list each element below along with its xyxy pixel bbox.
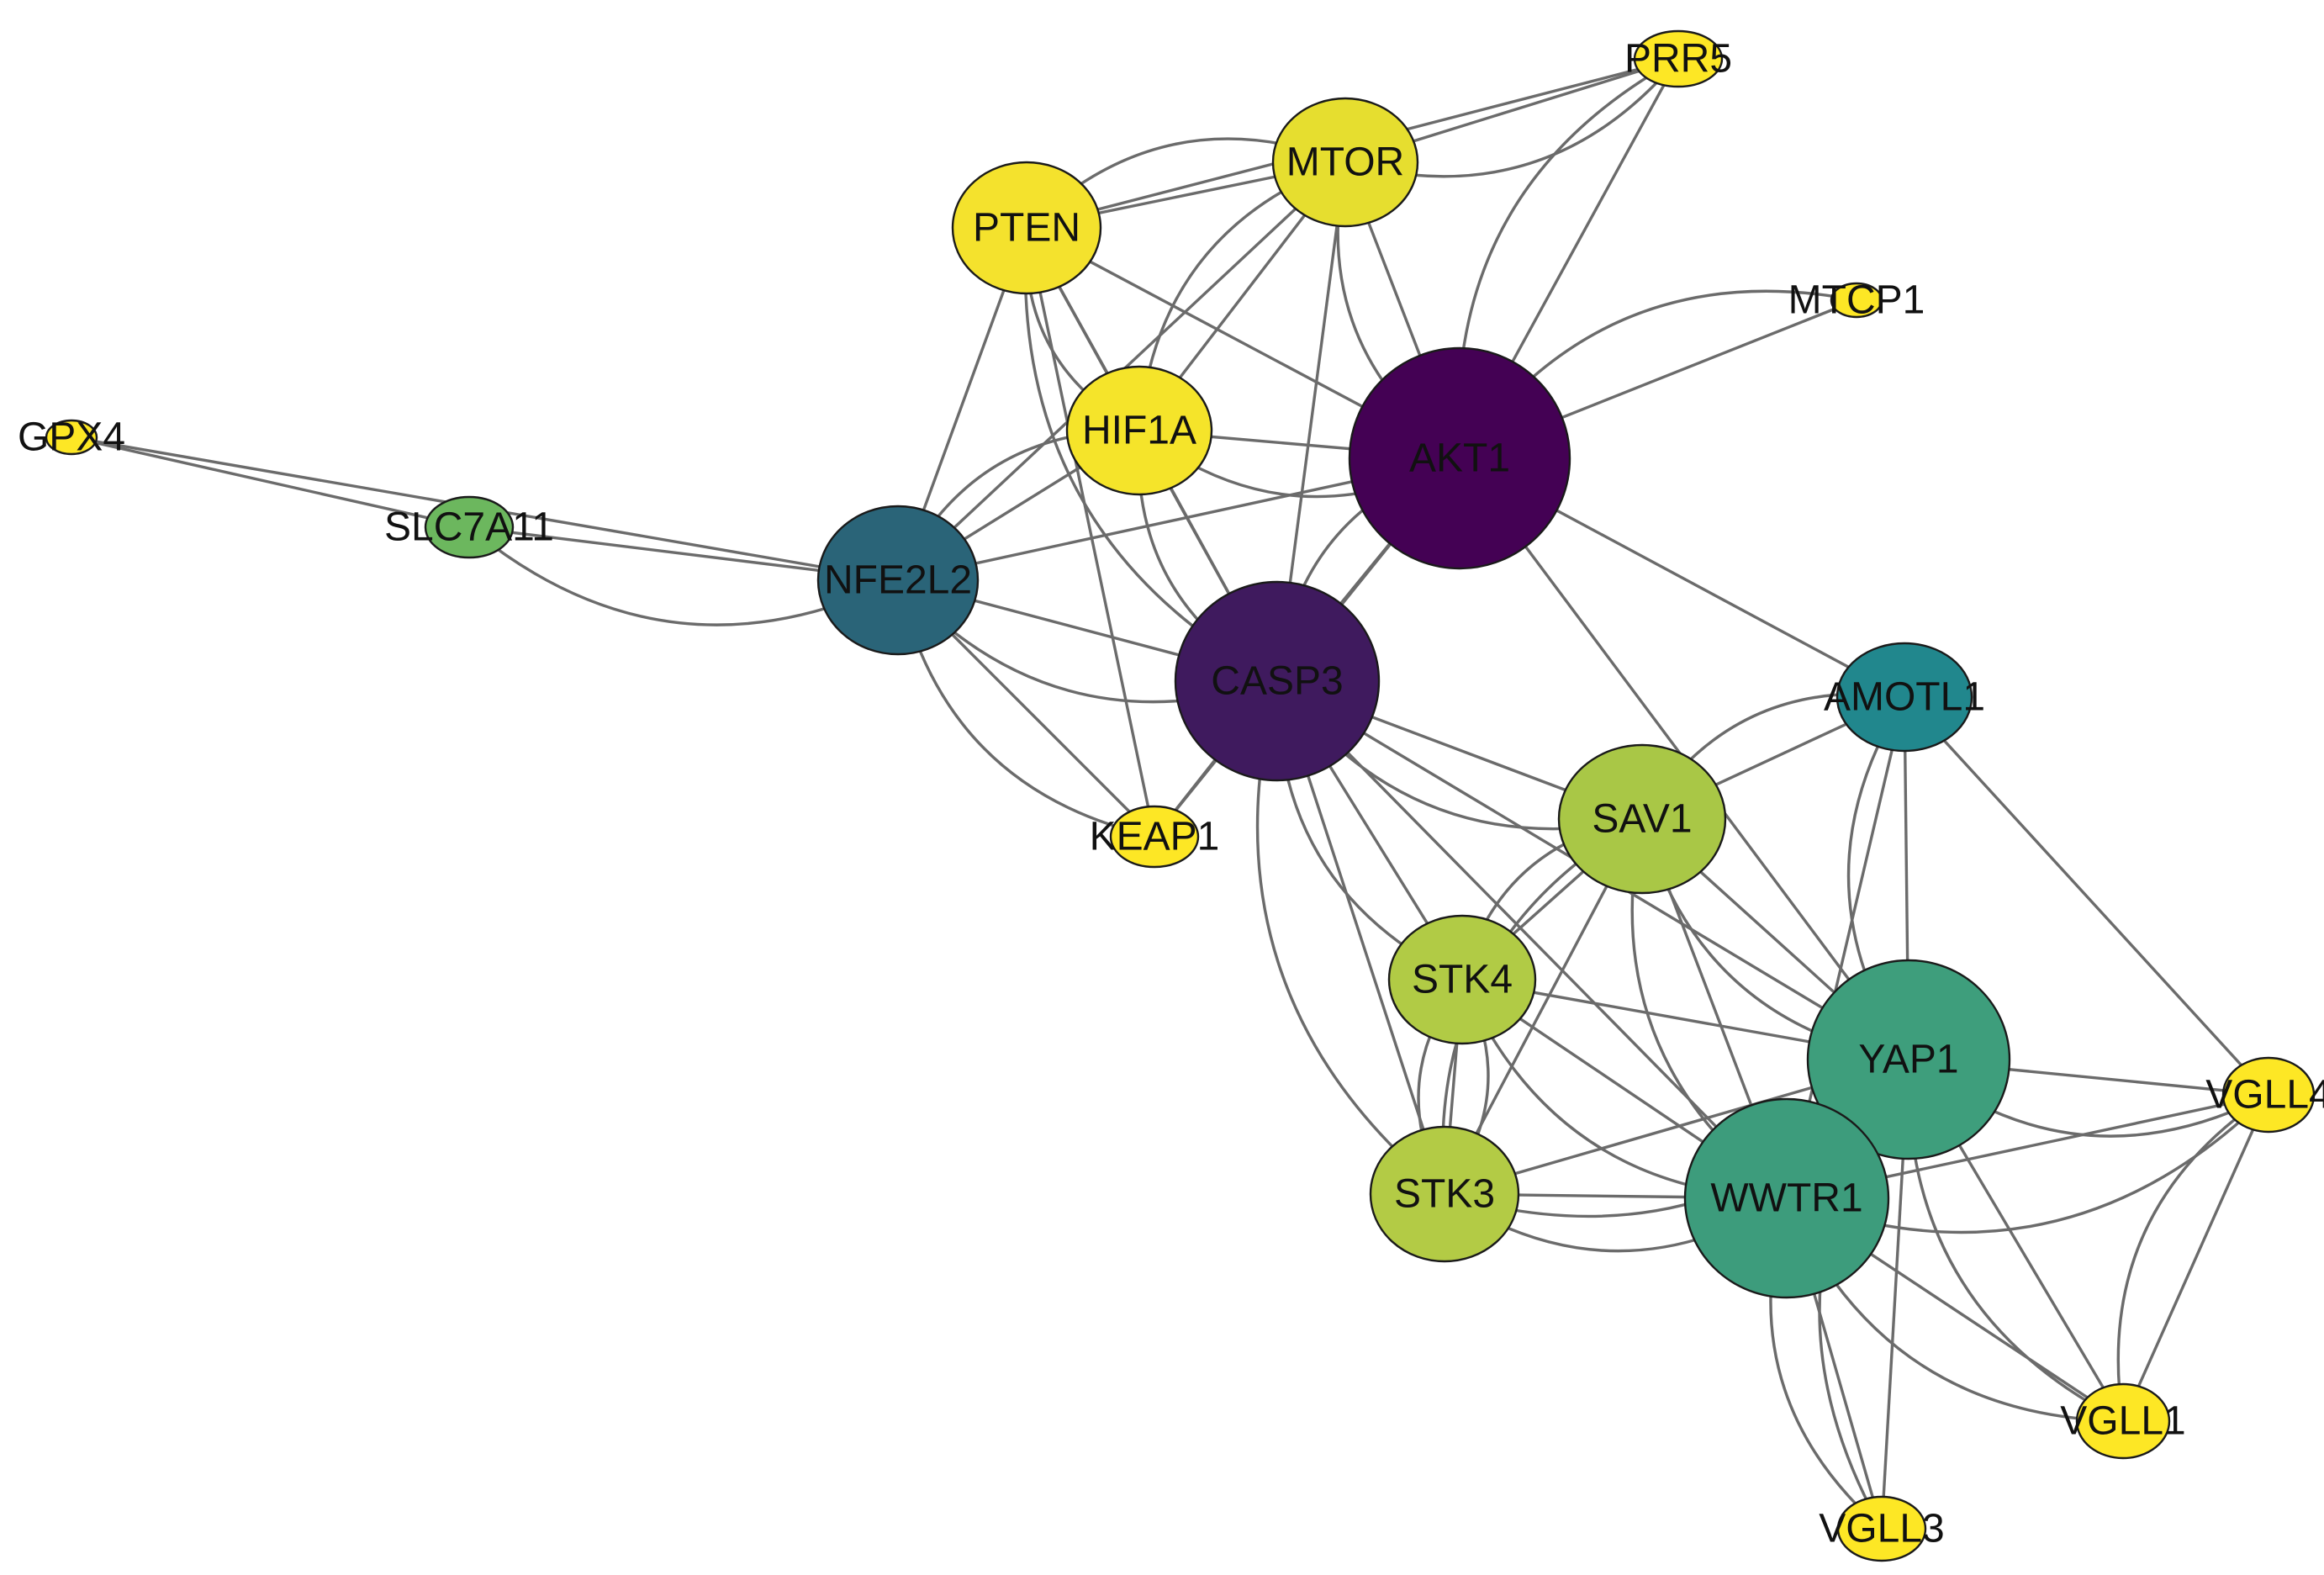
node-shape xyxy=(1065,365,1213,496)
node-shape xyxy=(951,161,1102,295)
node-shape xyxy=(1830,282,1883,319)
node-label: HIF1A xyxy=(1082,409,1196,453)
node-casp3[interactable]: CASP3 xyxy=(1174,580,1381,782)
edge-amotl1-vgll4 xyxy=(1903,695,2270,1097)
node-sav1[interactable]: SAV1 xyxy=(1557,743,1727,895)
node-shape xyxy=(1174,580,1381,782)
node-vgll4[interactable]: VGLL4 xyxy=(2205,1056,2324,1134)
node-label: PRR5 xyxy=(1624,37,1732,82)
edge-vgll4-vgll1 xyxy=(2121,1094,2270,1422)
edge-vgll4-vgll1 xyxy=(2116,1093,2269,1422)
node-vgll1[interactable]: VGLL1 xyxy=(2060,1382,2186,1460)
edge-pten-keap1 xyxy=(1025,227,1156,838)
node-label: KEAP1 xyxy=(1090,815,1220,859)
node-wwtr1[interactable]: WWTR1 xyxy=(1683,1097,1890,1299)
node-shape xyxy=(1633,29,1724,88)
node-shape xyxy=(424,495,515,559)
node-label: GPX4 xyxy=(18,415,125,460)
node-nfe2l2[interactable]: NFE2L2 xyxy=(816,505,980,656)
node-label: AKT1 xyxy=(1409,436,1510,481)
node-keap1[interactable]: KEAP1 xyxy=(1090,805,1220,869)
node-stk4[interactable]: STK4 xyxy=(1387,914,1537,1045)
node-gpx4[interactable]: GPX4 xyxy=(18,415,125,460)
node-shape xyxy=(2221,1056,2316,1134)
node-label: NFE2L2 xyxy=(824,558,972,603)
node-shape xyxy=(816,505,980,656)
node-shape xyxy=(1348,346,1571,570)
node-shape xyxy=(1369,1125,1520,1263)
edge-casp3-wwtr1 xyxy=(1276,679,1788,1200)
node-label: WWTR1 xyxy=(1710,1176,1862,1221)
node-shape xyxy=(2075,1382,2171,1460)
node-mtcp1[interactable]: MTCP1 xyxy=(1788,278,1925,323)
node-shape xyxy=(45,419,98,456)
edge-gpx4-slc7a11 xyxy=(71,436,470,529)
node-label: VGLL3 xyxy=(1819,1507,1944,1551)
node-label: AMOTL1 xyxy=(1824,675,1985,720)
node-label: CASP3 xyxy=(1211,659,1343,704)
node-mtor[interactable]: MTOR xyxy=(1271,97,1419,228)
node-shape xyxy=(1387,914,1537,1045)
node-shape xyxy=(1836,1495,1927,1562)
node-akt1[interactable]: AKT1 xyxy=(1348,346,1571,570)
node-shape xyxy=(1835,642,1973,753)
node-label: SLC7A11 xyxy=(384,505,554,550)
node-stk3[interactable]: STK3 xyxy=(1369,1125,1520,1263)
node-label: STK3 xyxy=(1394,1172,1495,1217)
node-label: PTEN xyxy=(973,206,1080,251)
node-amotl1[interactable]: AMOTL1 xyxy=(1824,642,1985,753)
node-prr5[interactable]: PRR5 xyxy=(1624,29,1732,88)
node-vgll3[interactable]: VGLL3 xyxy=(1819,1495,1945,1562)
node-shape xyxy=(1271,97,1419,228)
node-shape xyxy=(1683,1097,1890,1299)
node-label: STK4 xyxy=(1412,958,1513,1002)
node-yap1[interactable]: YAP1 xyxy=(1806,959,2011,1160)
edge-layer xyxy=(71,57,2270,1530)
node-label: VGLL4 xyxy=(2205,1073,2324,1118)
node-label: YAP1 xyxy=(1858,1038,1958,1082)
node-shape xyxy=(1806,959,2011,1160)
node-label: SAV1 xyxy=(1592,797,1692,842)
node-hif1a[interactable]: HIF1A xyxy=(1065,365,1213,496)
node-label: MTOR xyxy=(1286,140,1404,185)
node-pten[interactable]: PTEN xyxy=(951,161,1102,295)
node-shape xyxy=(1109,805,1200,869)
node-label: VGLL1 xyxy=(2060,1399,2185,1444)
node-slc7a11[interactable]: SLC7A11 xyxy=(384,495,554,559)
node-label: MTCP1 xyxy=(1788,278,1925,323)
node-shape xyxy=(1557,743,1727,895)
